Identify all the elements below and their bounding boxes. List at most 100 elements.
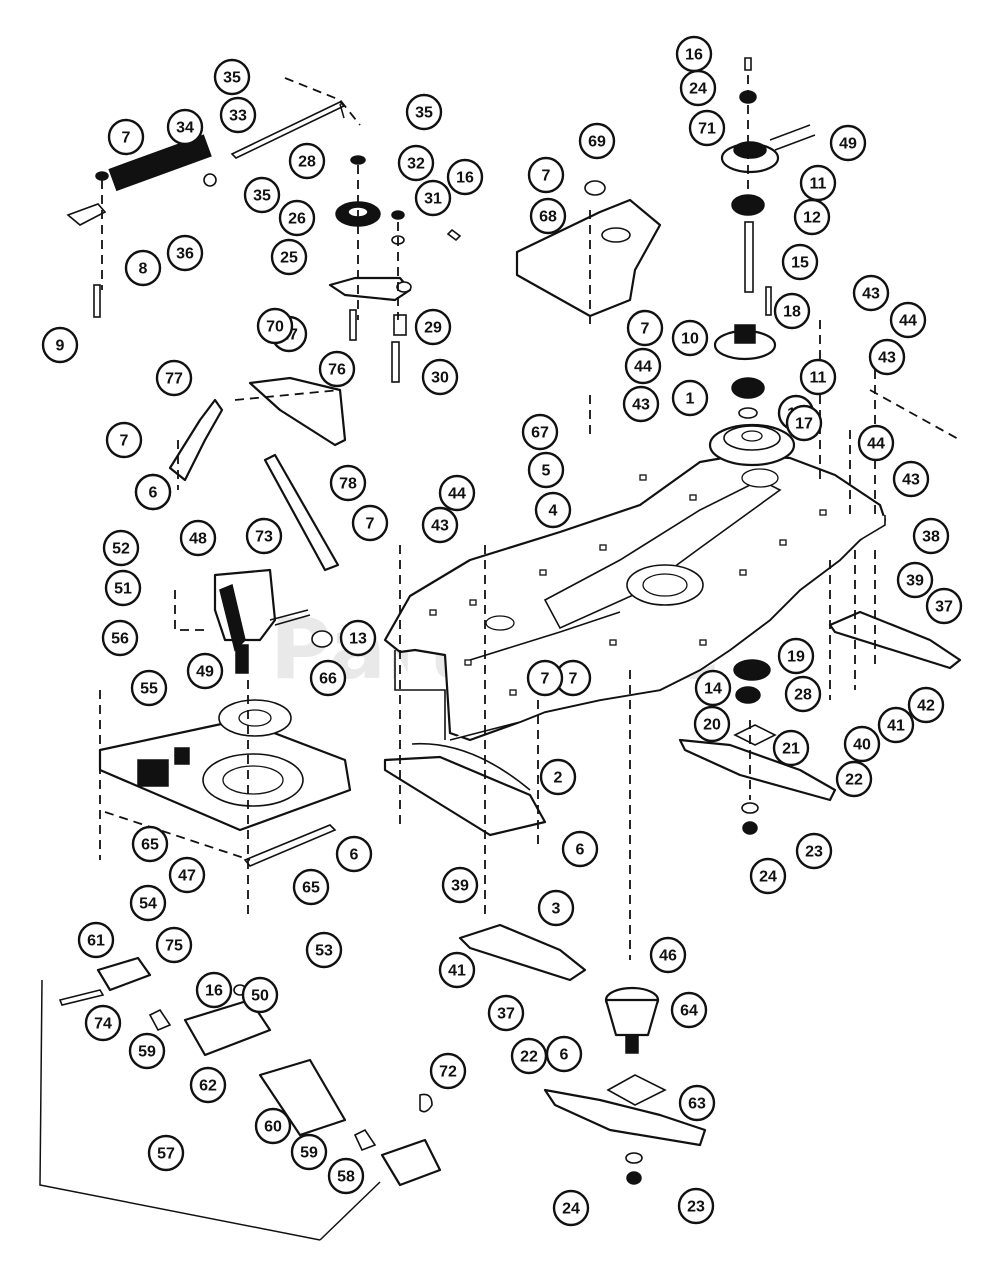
callout-label: 7 (366, 516, 375, 533)
callout-circle (835, 760, 873, 798)
callout-label: 34 (176, 120, 194, 137)
spindle-pulley-71 (720, 124, 816, 174)
callout-label: 59 (300, 1145, 318, 1162)
callout-label: 36 (176, 246, 194, 263)
callout-circle (907, 686, 945, 724)
callout-label: 67 (531, 425, 549, 442)
callout-circle (622, 385, 660, 423)
callout-label: 51 (114, 581, 132, 598)
shaft-12 (744, 221, 754, 293)
callout-circle (166, 108, 204, 146)
callout-label: 35 (223, 70, 241, 87)
callout-62: 62 (189, 1066, 227, 1104)
callout-11: 11 (799, 164, 837, 202)
spindle-housing-17 (708, 423, 796, 467)
callout-label: 26 (288, 211, 306, 228)
callout-6: 6 (134, 473, 172, 511)
callout-33: 33 (219, 96, 257, 134)
callout-24: 24 (749, 857, 787, 895)
callout-1: 1 (671, 379, 709, 417)
callout-67: 67 (521, 413, 559, 451)
callout-label: 32 (407, 156, 425, 173)
callout-label: 47 (178, 868, 196, 885)
callout-circle (784, 675, 822, 713)
callout-label: 5 (542, 463, 551, 480)
callout-circle (278, 199, 316, 237)
callout-71: 71 (688, 109, 726, 147)
callout-50: 50 (241, 976, 279, 1014)
callout-circle (179, 519, 217, 557)
callout-label: 16 (685, 47, 703, 64)
callout-circle (441, 866, 479, 904)
gearbox-48 (213, 568, 333, 674)
callout-circle (671, 319, 709, 357)
callout-circle (166, 234, 204, 272)
callout-43: 43 (622, 385, 660, 423)
callout-circle (777, 637, 815, 675)
callout-label: 59 (138, 1044, 156, 1061)
callout-circle (243, 176, 281, 214)
callout-44: 44 (857, 424, 895, 462)
callout-circle (131, 825, 169, 863)
callout-label: 33 (229, 108, 247, 125)
callout-7: 7 (526, 659, 564, 697)
callout-label: 44 (448, 486, 466, 503)
callout-label: 6 (576, 842, 585, 859)
callout-circle (896, 561, 934, 599)
callout-49: 49 (829, 124, 867, 162)
callout-circle (241, 976, 279, 1014)
callout-circle (77, 921, 115, 959)
callout-74: 74 (84, 1004, 122, 1042)
callout-label: 38 (922, 529, 940, 546)
callout-circle (781, 243, 819, 281)
callout-label: 65 (302, 880, 320, 897)
callout-label: 7 (122, 130, 131, 147)
callout-58: 58 (327, 1157, 365, 1195)
callout-23: 23 (677, 1187, 715, 1225)
callout-label: 13 (349, 631, 367, 648)
callout-circle (688, 109, 726, 147)
callout-label: 23 (805, 844, 823, 861)
callout-label: 40 (853, 737, 871, 754)
callout-circle (329, 464, 367, 502)
callout-label: 23 (687, 1199, 705, 1216)
callout-65: 65 (131, 825, 169, 863)
callout-circle (130, 669, 168, 707)
callout-43: 43 (892, 460, 930, 498)
callout-label: 46 (659, 948, 677, 965)
callout-78: 78 (329, 464, 367, 502)
bearing-14 (733, 659, 771, 681)
callout-35: 35 (213, 58, 251, 96)
callout-label: 35 (253, 188, 271, 205)
bolt-18 (765, 286, 772, 316)
callout-label: 12 (803, 210, 821, 227)
callout-label: 15 (791, 255, 809, 272)
callout-49: 49 (186, 652, 224, 690)
callout-circle (84, 1004, 122, 1042)
callout-layer: 1234566666777777789101111121313141516161… (41, 35, 963, 1227)
callout-label: 10 (681, 331, 699, 348)
callout-label: 44 (899, 313, 917, 330)
callout-circle (521, 413, 559, 451)
callout-label: 44 (867, 436, 885, 453)
callout-label: 49 (196, 664, 214, 681)
callout-label: 37 (497, 1006, 515, 1023)
callout-65: 65 (292, 868, 330, 906)
callout-28: 28 (288, 142, 326, 180)
callout-circle (534, 491, 572, 529)
callout-circle (155, 926, 193, 964)
callout-9: 9 (41, 326, 79, 364)
callout-35: 35 (405, 93, 443, 131)
strip-65 (243, 824, 337, 867)
callout-label: 41 (448, 963, 466, 980)
callout-circle (537, 889, 575, 927)
callout-label: 57 (157, 1146, 175, 1163)
callout-circle (693, 705, 731, 743)
callout-7: 7 (527, 156, 565, 194)
callout-label: 68 (539, 209, 557, 226)
callout-circle (124, 249, 162, 287)
callout-circle (245, 517, 283, 555)
callout-circle (270, 238, 308, 276)
callout-circle (129, 884, 167, 922)
callout-circle (351, 504, 389, 542)
